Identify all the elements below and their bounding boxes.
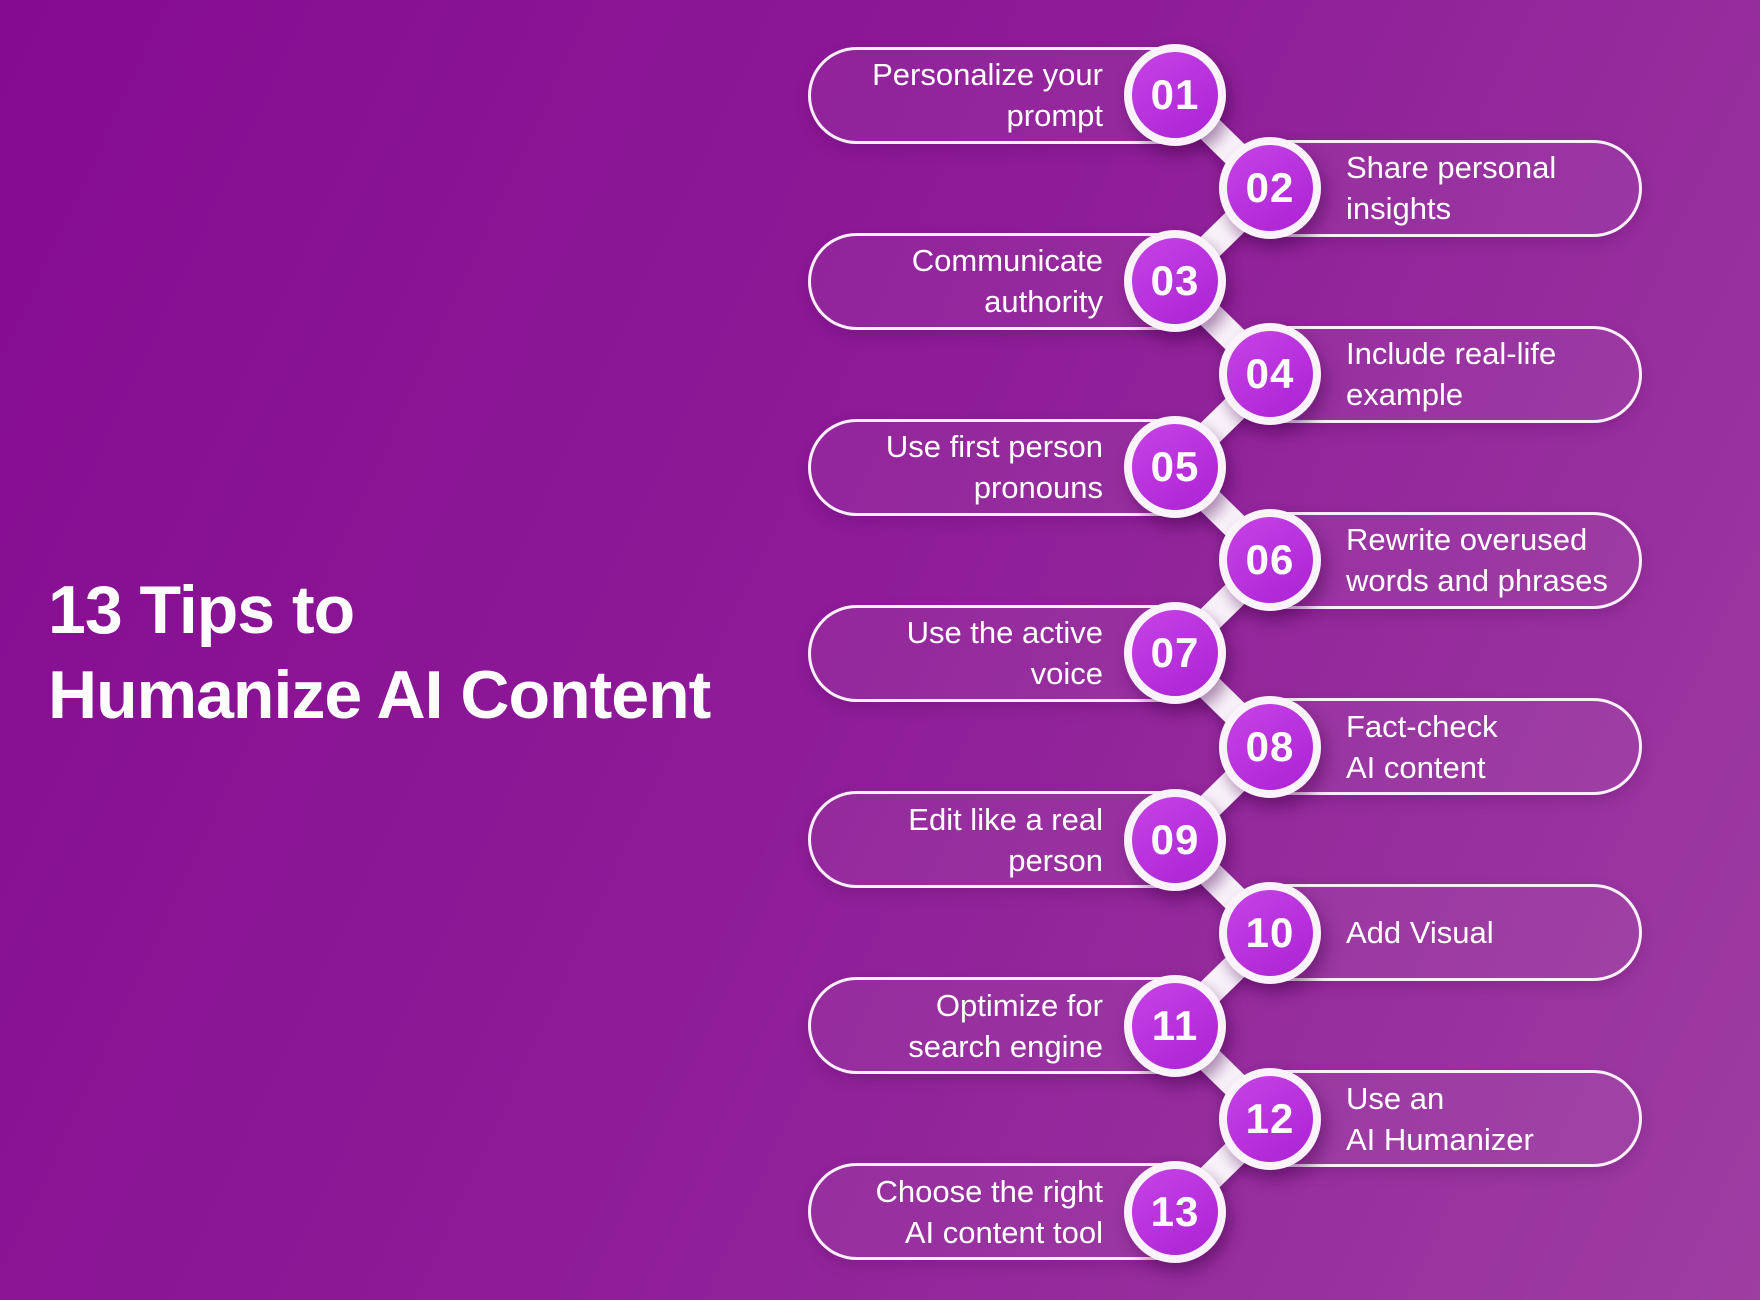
tip-number-badge: 11: [1124, 974, 1226, 1077]
tip-number: 12: [1245, 1094, 1295, 1142]
tip-label-line: AI content: [1346, 749, 1486, 785]
tip-number-badge: 06: [1219, 509, 1321, 612]
tip-number-badge: 07: [1124, 602, 1226, 705]
title-line-2: Humanize AI Content: [48, 657, 711, 733]
tip-label-line: Optimize for: [935, 987, 1103, 1023]
tip-label-line: Choose the right: [875, 1173, 1103, 1209]
tip-number-badge: 10: [1219, 881, 1321, 984]
tip-label-line: AI Humanizer: [1346, 1121, 1534, 1157]
tip-label-line: AI content tool: [904, 1214, 1103, 1250]
title-line-1: 13 Tips to: [48, 572, 355, 648]
tip-label-line: example: [1346, 377, 1464, 413]
tip-number-badge: 09: [1124, 788, 1226, 891]
tip-label-line: Use the active: [906, 615, 1103, 651]
tip-number-badge: 01: [1124, 44, 1226, 146]
tip-number-badge: 04: [1219, 323, 1321, 426]
tip-label-line: voice: [1030, 656, 1103, 692]
tip-label-line: search engine: [908, 1028, 1103, 1064]
tip-number: 09: [1150, 815, 1200, 863]
tip-pill: Fact-check AI content: [1224, 698, 1642, 796]
tip-number: 02: [1245, 164, 1295, 212]
tip-label-line: person: [1008, 842, 1103, 878]
tip-number: 03: [1150, 257, 1200, 305]
tip-number-badge: 05: [1124, 416, 1226, 519]
tip-number: 08: [1245, 722, 1295, 770]
tip-label-line: Include real-life: [1346, 336, 1557, 372]
tip-number-badge: 03: [1124, 230, 1226, 333]
tip-number-badge: 08: [1219, 695, 1321, 798]
tip-label-line: Rewrite overused: [1346, 522, 1588, 558]
infographic-title: 13 Tips to Humanize AI Content: [48, 568, 711, 738]
tip-label-line: Personalize your: [872, 57, 1103, 92]
tip-label-line: Use an: [1346, 1080, 1445, 1116]
tip-number: 04: [1245, 350, 1295, 398]
tip-label-line: Use first person: [885, 429, 1103, 465]
tip-number: 06: [1245, 536, 1295, 584]
tip-label-line: words and phrases: [1346, 563, 1608, 599]
tip-label-line: Edit like a real: [908, 801, 1103, 837]
tip-label-line: authority: [984, 284, 1103, 320]
tip-label-line: prompt: [1006, 98, 1103, 133]
tip-number-badge: 12: [1219, 1067, 1321, 1170]
tip-label-line: Add Visual: [1346, 915, 1494, 951]
tip-label-line: Share personal: [1346, 150, 1557, 186]
tip-label-line: pronouns: [973, 470, 1103, 506]
tip-number: 07: [1150, 629, 1200, 677]
tip-number-badge: 02: [1219, 137, 1321, 240]
tip-number: 11: [1151, 1001, 1199, 1049]
tip-number: 05: [1150, 443, 1200, 491]
tip-number: 13: [1150, 1187, 1200, 1235]
tip-number: 01: [1150, 71, 1200, 118]
tip-number: 10: [1245, 908, 1295, 956]
tip-label-line: Fact-check: [1346, 708, 1498, 744]
tip-number-badge: 13: [1124, 1160, 1226, 1263]
tip-label-line: insights: [1346, 191, 1452, 227]
tip-label-line: Communicate: [911, 243, 1103, 279]
